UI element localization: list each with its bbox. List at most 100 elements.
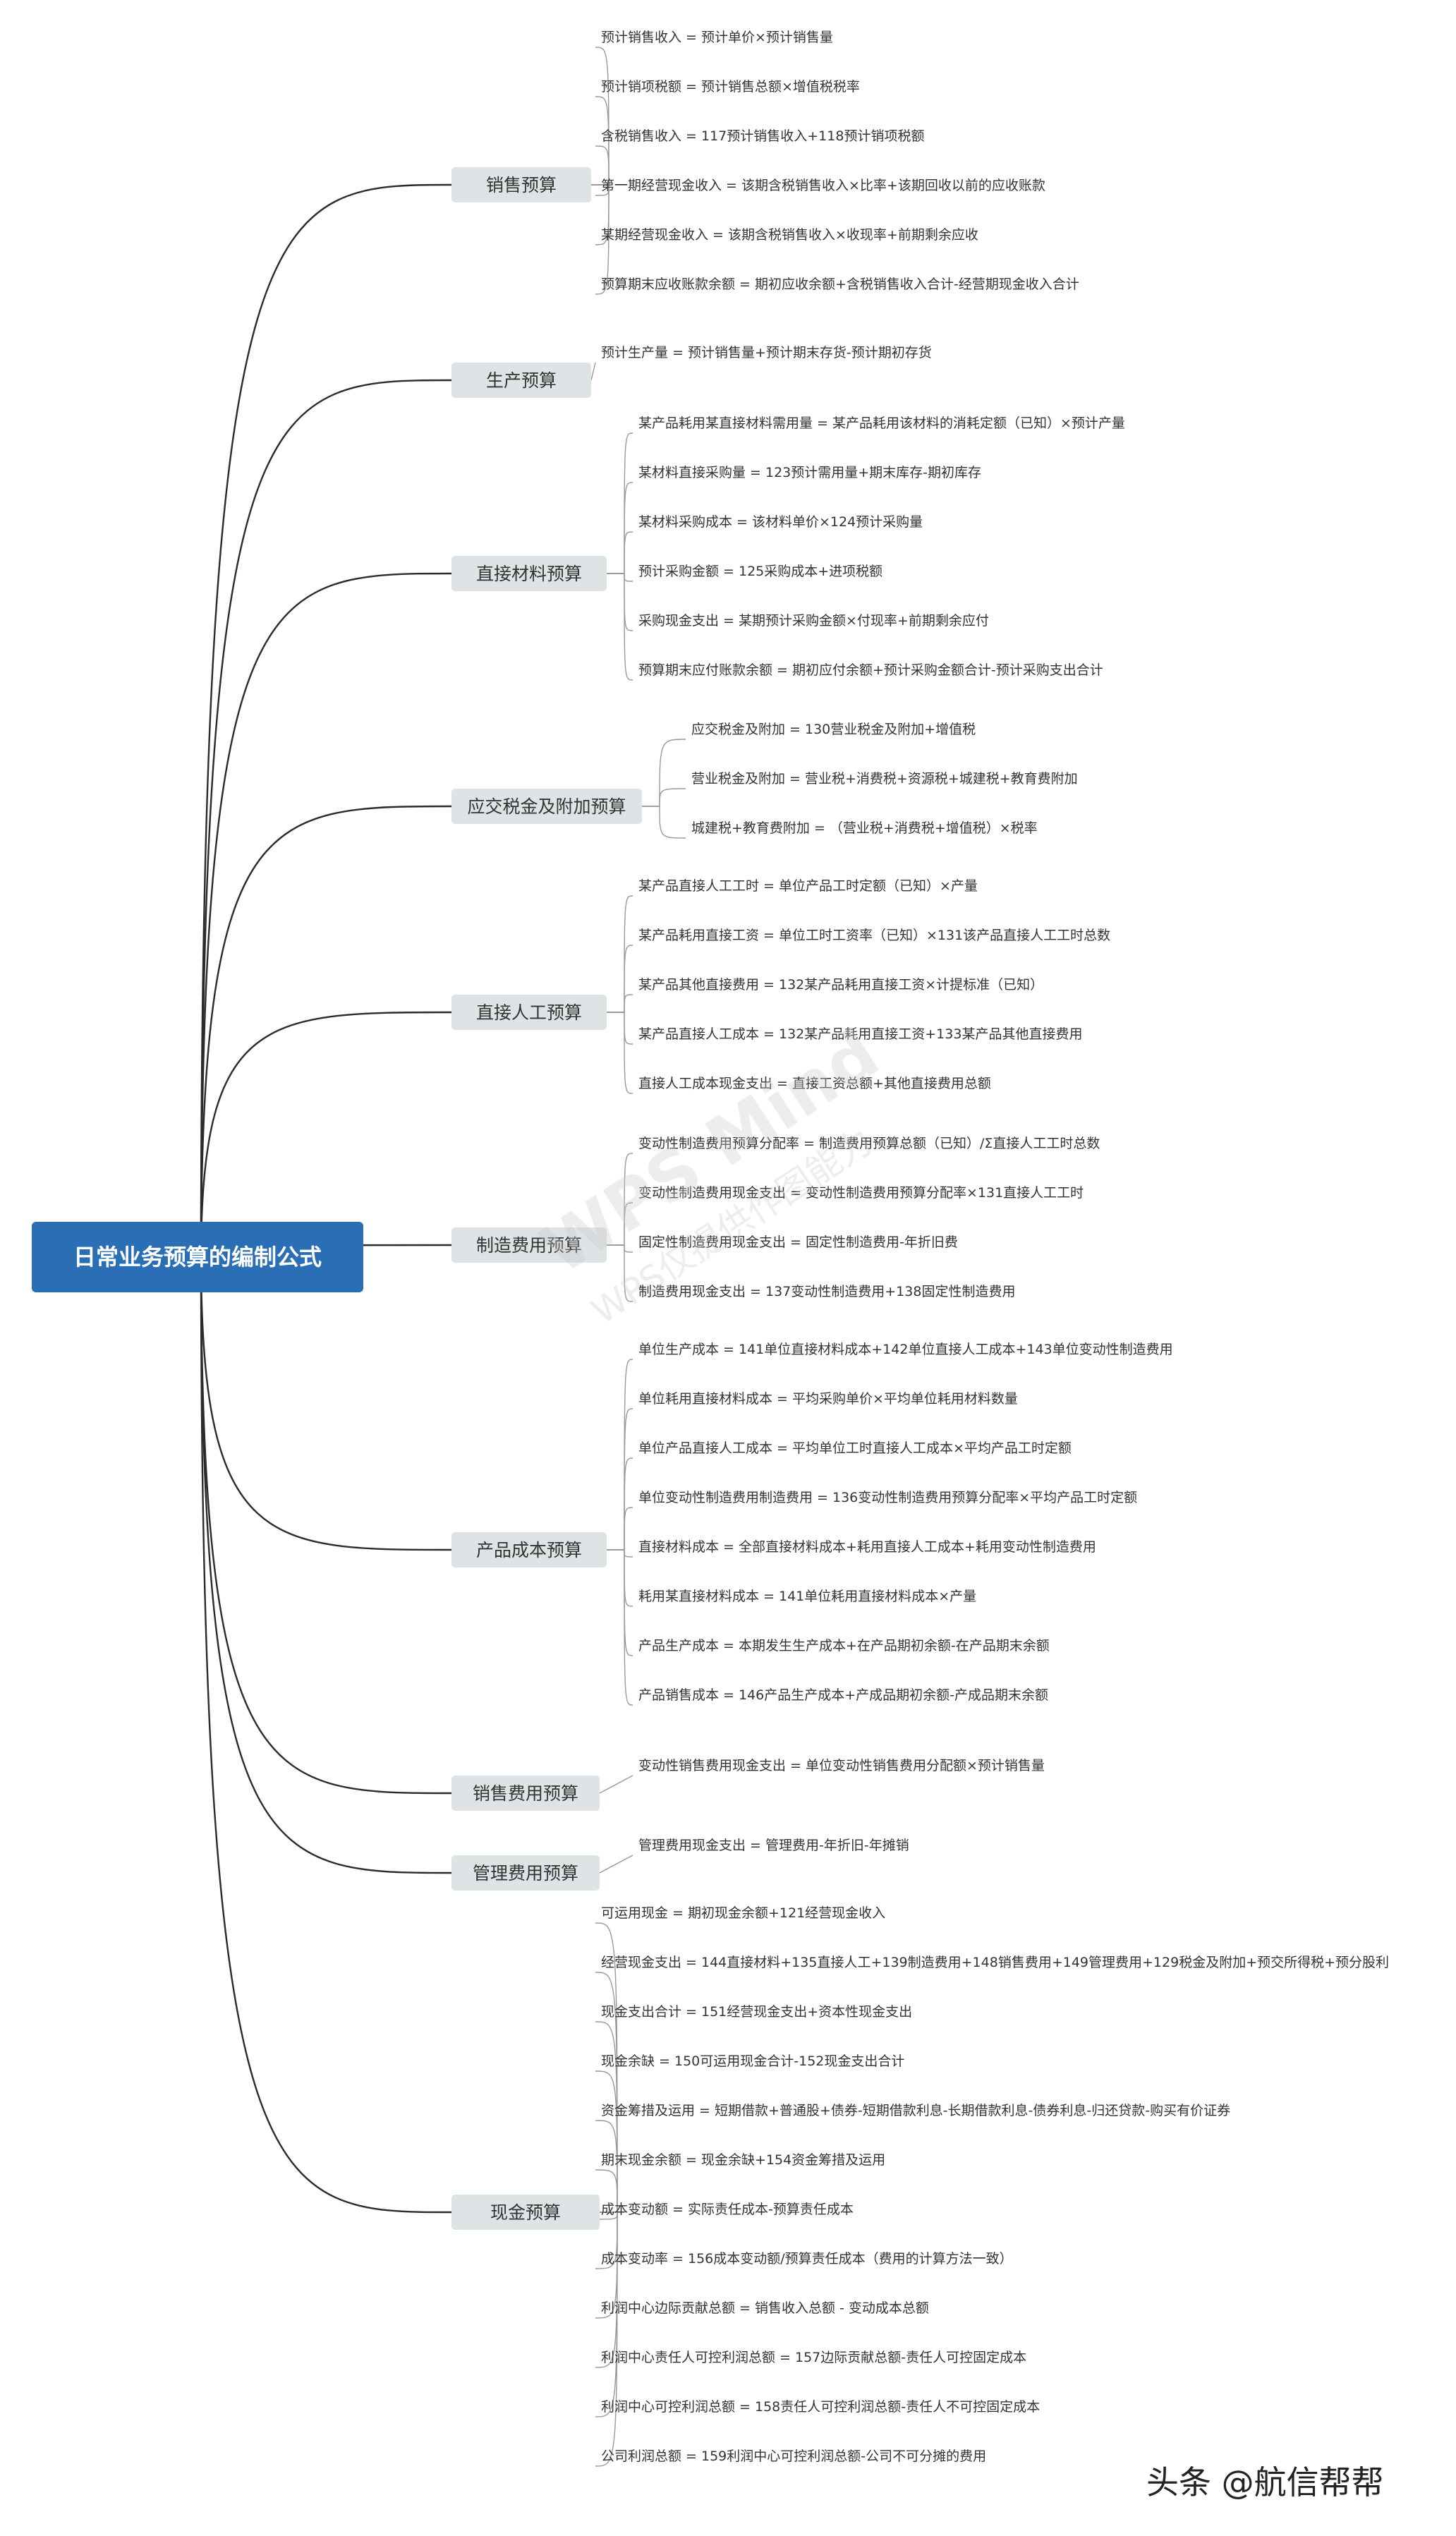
branch-connector <box>200 1256 452 1551</box>
leaf-formula[interactable]: 变动性销售费用现金支出 = 单位变动性销售费用分配额×预计销售量 <box>638 1758 1045 1773</box>
leaf-connector <box>607 1244 633 1302</box>
leaf-formula[interactable]: 单位产品直接人工成本 = 平均单位工时直接人工成本×平均产品工时定额 <box>638 1440 1072 1456</box>
leaf-connector <box>607 573 633 631</box>
leaf-formula[interactable]: 管理费用现金支出 = 管理费用-年折旧-年摊销 <box>638 1838 909 1853</box>
leaf-formula[interactable]: 利润中心责任人可控利润总额 = 157边际贡献总额-责任人可控固定成本 <box>601 2350 1026 2365</box>
branch-node[interactable]: 制造费用预算 <box>451 1227 607 1263</box>
branch-node[interactable]: 现金预算 <box>451 2195 600 2230</box>
branch-node-box <box>451 363 591 398</box>
leaf-formula[interactable]: 变动性制造费用现金支出 = 变动性制造费用预算分配率×131直接人工工时 <box>638 1185 1084 1201</box>
leaf-connector <box>607 432 633 574</box>
branch-node-box <box>451 789 642 824</box>
leaf-formula[interactable]: 现金支出合计 = 151经营现金支出+资本性现金支出 <box>601 2004 912 2020</box>
branch-node[interactable]: 产品成本预算 <box>451 1532 607 1567</box>
leaf-formula[interactable]: 某产品直接人工成本 = 132某产品耗用直接工资+133某产品其他直接费用 <box>638 1026 1082 1042</box>
leaf-formula[interactable]: 第一期经营现金收入 = 该期含税销售收入×比率+该期回收以前的应收账款 <box>601 178 1045 193</box>
leaf-connector <box>642 739 686 807</box>
leaf-formula[interactable]: 耗用某直接材料成本 = 141单位耗用直接材料成本×产量 <box>638 1589 976 1604</box>
leaf-connector <box>607 1408 633 1551</box>
leaf-formula[interactable]: 预算期末应付账款余额 = 期初应付余额+预计采购金额合计-预计采购支出合计 <box>638 662 1103 678</box>
leaf-formula[interactable]: 产品生产成本 = 本期发生生产成本+在产品期初余额-在产品期末余额 <box>638 1638 1050 1654</box>
leaf-formula[interactable]: 某产品直接人工工时 = 单位产品工时定额（已知）×产量 <box>638 878 978 894</box>
leaf-formula[interactable]: 某材料采购成本 = 该材料单价×124预计采购量 <box>638 514 923 530</box>
branch-label: 直接材料预算 <box>476 564 582 584</box>
branch-label: 现金预算 <box>490 2202 561 2223</box>
leaf-formula[interactable]: 可运用现金 = 期初现金余额+121经营现金收入 <box>601 1905 885 1921</box>
branch-node[interactable]: 管理费用预算 <box>451 1855 600 1891</box>
leaf-connector <box>591 47 609 186</box>
leaf-formula[interactable]: 单位耗用直接材料成本 = 平均采购单价×平均单位耗用材料数量 <box>638 1391 1018 1407</box>
leaf-formula[interactable]: 成本变动率 = 156成本变动额/预算责任成本（费用的计算方法一致） <box>601 2251 1013 2267</box>
leaf-formula[interactable]: 制造费用现金支出 = 137变动性制造费用+138固定性制造费用 <box>638 1284 1015 1299</box>
leaf-formula[interactable]: 某产品耗用直接工资 = 单位工时工资率（已知）×131该产品直接人工工时总数 <box>638 928 1110 943</box>
leaf-connector <box>607 573 633 681</box>
branch-node-box <box>451 2195 600 2230</box>
leaf-connector <box>607 1012 633 1045</box>
leaf-formula[interactable]: 单位生产成本 = 141单位直接材料成本+142单位直接人工成本+143单位变动… <box>638 1342 1173 1357</box>
branch-node[interactable]: 生产预算 <box>451 363 591 398</box>
leaf-connector <box>595 2070 618 2213</box>
leaf-formula[interactable]: 现金余缺 = 150可运用现金合计-152现金支出合计 <box>601 2053 904 2069</box>
leaf-formula[interactable]: 直接人工成本现金支出 = 直接工资总额+其他直接费用总额 <box>638 1076 991 1091</box>
branch-node-box <box>451 1227 607 1263</box>
leaf-connector <box>590 362 596 381</box>
leaf-formula[interactable]: 利润中心可控利润总额 = 158责任人可控利润总额-责任人不可控固定成本 <box>601 2399 1040 2415</box>
leaf-formula[interactable]: 预计销项税额 = 预计销售总额×增值税税率 <box>601 79 860 95</box>
leaf-connector <box>595 2169 618 2213</box>
branch-connector <box>200 805 452 1258</box>
branch-node[interactable]: 销售费用预算 <box>451 1776 600 1811</box>
leaf-formula[interactable]: 含税销售收入 = 117预计销售收入+118预计销项税额 <box>601 128 924 144</box>
leaf-connector <box>607 531 633 574</box>
leaf-connector <box>642 806 686 839</box>
leaf-formula[interactable]: 单位变动性制造费用制造费用 = 136变动性制造费用预算分配率×平均产品工时定额 <box>638 1490 1137 1505</box>
leaf-formula[interactable]: 城建税+教育费附加 = （营业税+消费税+增值税）×税率 <box>691 820 1038 836</box>
leaf-formula[interactable]: 某期经营现金收入 = 该期含税销售收入×收现率+前期剩余应收 <box>601 227 978 243</box>
branch-connector <box>200 183 452 1258</box>
branch-node[interactable]: 直接人工预算 <box>451 995 607 1030</box>
branch-node-box <box>451 1855 600 1891</box>
leaf-formula[interactable]: 某产品其他直接费用 = 132某产品耗用直接工资×计提标准（已知） <box>638 977 1043 993</box>
root-node[interactable]: 日常业务预算的编制公式 <box>32 1222 363 1292</box>
leaf-formula[interactable]: 采购现金支出 = 某期预计采购金额×付现率+前期剩余应付 <box>638 613 989 629</box>
leaf-formula[interactable]: 变动性制造费用预算分配率 = 制造费用预算总额（已知）/Σ直接人工工时总数 <box>638 1136 1100 1151</box>
leaf-connector <box>607 573 633 582</box>
leaf-formula[interactable]: 预计采购金额 = 125采购成本+进项税额 <box>638 564 882 579</box>
leaf-formula[interactable]: 资金筹措及运用 = 短期借款+普通股+债券-短期借款利息-长期借款利息-债券利息… <box>601 2103 1230 2118</box>
leaf-connector <box>595 2212 618 2467</box>
leaf-formula[interactable]: 公司利润总额 = 159利润中心可控利润总额-公司不可分摊的费用 <box>601 2449 986 2464</box>
leaf-formula[interactable]: 利润中心边际贡献总额 = 销售收入总额 - 变动成本总额 <box>601 2300 929 2316</box>
branch-node-box <box>451 1776 600 1811</box>
leaf-connector <box>599 1775 633 1794</box>
branch-node[interactable]: 应交税金及附加预算 <box>451 789 642 824</box>
leaf-connector <box>607 1549 633 1607</box>
branch-label: 管理费用预算 <box>473 1863 578 1883</box>
branch-node[interactable]: 直接材料预算 <box>451 556 607 591</box>
leaf-formula[interactable]: 直接材料成本 = 全部直接材料成本+耗用直接人工成本+耗用变动性制造费用 <box>638 1539 1096 1555</box>
leaf-connector <box>607 1549 633 1558</box>
leaf-connector <box>607 1507 633 1551</box>
leaf-formula[interactable]: 经营现金支出 = 144直接材料+135直接人工+139制造费用+148销售费用… <box>601 1955 1389 1970</box>
leaf-formula[interactable]: 成本变动额 = 实际责任成本-预算责任成本 <box>601 2202 854 2217</box>
leaf-connector <box>607 945 633 1013</box>
leaf-formula[interactable]: 营业税金及附加 = 营业税+消费税+资源税+城建税+教育费附加 <box>691 771 1078 787</box>
branch-node-box <box>451 167 591 202</box>
leaf-connector <box>607 1359 633 1551</box>
leaf-formula[interactable]: 预计生产量 = 预计销售量+预计期末存货-预计期初存货 <box>601 345 932 360</box>
branch-label: 生产预算 <box>486 370 557 391</box>
branch-node[interactable]: 销售预算 <box>451 167 591 202</box>
leaf-formula[interactable]: 产品销售成本 = 146产品生产成本+产成品期初余额-产成品期末余额 <box>638 1687 1048 1703</box>
branch-node-box <box>451 556 607 591</box>
branch-label: 产品成本预算 <box>476 1540 582 1560</box>
leaf-connector <box>607 994 633 1013</box>
leaf-formula[interactable]: 固定性制造费用现金支出 = 固定性制造费用-年折旧费 <box>638 1234 958 1250</box>
leaf-formula[interactable]: 某产品耗用某直接材料需用量 = 某产品耗用该材料的消耗定额（已知）×预计产量 <box>638 415 1125 431</box>
root-node-box <box>32 1222 363 1292</box>
leaf-formula[interactable]: 某材料直接采购量 = 123预计需用量+期末库存-期初库存 <box>638 465 981 480</box>
leaf-formula[interactable]: 期末现金余额 = 现金余缺+154资金筹措及运用 <box>601 2152 885 2168</box>
leaf-formula[interactable]: 应交税金及附加 = 130营业税金及附加+增值税 <box>691 722 976 737</box>
leaf-formula[interactable]: 预计销售收入 = 预计单价×预计销售量 <box>601 30 833 45</box>
root-title: 日常业务预算的编制公式 <box>73 1244 322 1270</box>
leaf-formula[interactable]: 预算期末应收账款余额 = 期初应收余额+含税销售收入合计-经营期现金收入合计 <box>601 277 1079 292</box>
branch-connector <box>200 1256 452 2214</box>
